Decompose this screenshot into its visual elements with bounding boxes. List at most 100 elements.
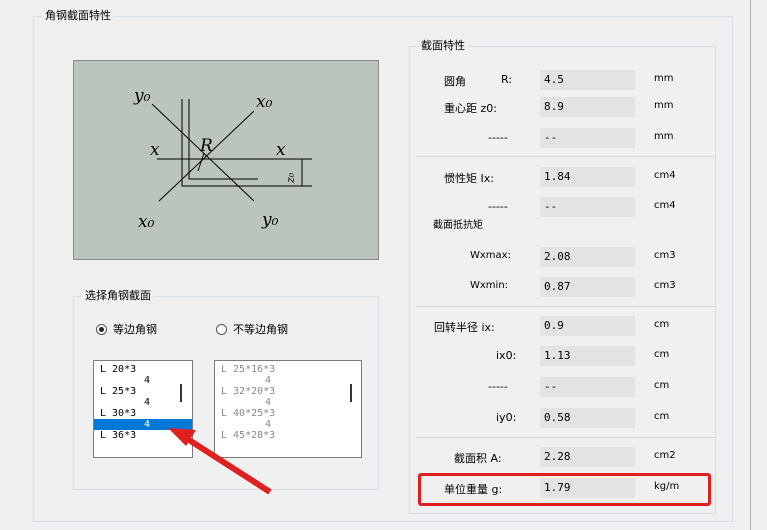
label-y0-top: y₀	[133, 86, 151, 106]
row-blank-2: ----- -- cm4	[416, 197, 716, 217]
ix-unit: cm	[654, 319, 670, 330]
wxmin-unit: cm3	[654, 280, 676, 291]
fillet-symbol: R:	[501, 73, 513, 86]
row-ix0: ix0: 1.13 cm	[416, 346, 716, 366]
separator-1	[416, 156, 716, 157]
equal-list-item[interactable]: L 25*3	[100, 386, 137, 397]
area-unit: cm2	[654, 450, 676, 461]
section-properties-group: 截面特性	[409, 39, 716, 514]
modulus-title: 截面抵抗矩	[433, 220, 483, 231]
angle-section-drawing: y₀ x₀ x R x x₀ y₀ z₀	[133, 86, 312, 232]
blank2-unit: cm4	[654, 200, 676, 211]
label-R: R	[199, 136, 213, 156]
iy0-unit: cm	[654, 411, 670, 422]
separator-2	[416, 306, 716, 307]
blank2-label: -----	[488, 200, 508, 213]
window-right-edge	[750, 0, 751, 530]
blank3-unit: cm	[654, 380, 670, 391]
equal-list-item[interactable]: L 20*3	[100, 364, 137, 375]
ix-label: 回转半径 ix:	[434, 321, 495, 334]
unequal-list-item[interactable]: 4	[265, 397, 272, 408]
wxmax-unit: cm3	[654, 250, 676, 261]
area-label: 截面积 A:	[454, 452, 502, 465]
angle-steel-group: 角钢截面特性	[33, 9, 733, 522]
equal-list-item[interactable]: L 30*3	[100, 408, 137, 419]
blank1-unit: mm	[654, 131, 674, 142]
centroid-label: 重心距 z0:	[444, 102, 497, 115]
label-x0-top: x₀	[256, 92, 273, 112]
radio-equal-angle-dot[interactable]	[96, 323, 107, 335]
label-x0-bottom: x₀	[138, 212, 155, 232]
angle-steel-group-title: 角钢截面特性	[42, 9, 114, 23]
fillet-label: 圆角	[444, 75, 466, 88]
row-blank-3: ----- -- cm	[416, 377, 716, 397]
equal-list-scroll-thumb[interactable]	[180, 384, 182, 402]
angle-outline	[181, 99, 258, 187]
inertia-label: 惯性矩 Ix:	[444, 172, 494, 185]
radio-unequal-angle-label: 不等边角钢	[233, 323, 288, 336]
row-wxmin: Wxmin: 0.87 cm3	[416, 277, 716, 297]
wxmin-label: Wxmin:	[470, 280, 509, 291]
label-x-left: x	[150, 140, 160, 160]
centroid-value: 8.9	[540, 97, 635, 117]
row-inertia: 惯性矩 Ix: 1.84 cm4	[416, 167, 716, 187]
equal-list-item[interactable]: 4	[144, 397, 151, 408]
x0-axis-line	[158, 110, 255, 202]
iy0-label: iy0:	[496, 411, 517, 424]
unit-weight-unit: kg/m	[654, 481, 680, 492]
fillet-value: 4.5	[540, 70, 635, 90]
blank2-value: --	[540, 197, 635, 217]
blank1-label: -----	[488, 131, 508, 144]
ix0-unit: cm	[654, 349, 670, 360]
iy0-value: 0.58	[540, 408, 635, 428]
centroid-unit: mm	[654, 100, 674, 111]
unequal-list-item[interactable]: L 45*28*3	[221, 430, 276, 441]
wxmax-label: Wxmax:	[470, 250, 511, 261]
wxmax-value: 2.08	[540, 247, 635, 267]
fillet-unit: mm	[654, 73, 674, 84]
row-wxmax: Wxmax: 2.08 cm3	[416, 247, 716, 267]
blank3-label: -----	[488, 380, 508, 393]
select-section-title: 选择角钢截面	[82, 289, 154, 303]
radio-equal-angle[interactable]: 等边角钢	[96, 321, 157, 337]
separator-3	[416, 437, 716, 438]
row-ix: 回转半径 ix: 0.9 cm	[416, 316, 716, 336]
row-centroid: 重心距 z0: 8.9 mm	[416, 97, 716, 117]
label-z0: z₀	[284, 172, 297, 184]
area-value: 2.28	[540, 447, 635, 467]
wxmin-value: 0.87	[540, 277, 635, 297]
blank1-value: --	[540, 128, 635, 148]
unequal-list-item[interactable]: L 32*20*3	[221, 386, 276, 397]
section-diagram: y₀ x₀ x R x x₀ y₀ z₀	[73, 60, 379, 260]
inertia-unit: cm4	[654, 170, 676, 181]
row-iy0: iy0: 0.58 cm	[416, 408, 716, 428]
label-y0-bottom: y₀	[261, 210, 279, 230]
unequal-list-item[interactable]: 4	[265, 375, 272, 386]
unit-weight-value: 1.79	[540, 478, 635, 498]
row-area: 截面积 A: 2.28 cm2	[416, 447, 716, 467]
unequal-list-scroll-thumb[interactable]	[350, 384, 352, 402]
fillet-leader	[197, 152, 205, 172]
radio-unequal-angle[interactable]: 不等边角钢	[216, 321, 288, 337]
unequal-list-item[interactable]: 4	[265, 419, 272, 430]
equal-list-item[interactable]: L 36*3	[100, 430, 137, 441]
equal-list-item[interactable]: 4	[144, 375, 151, 386]
y0-axis-line	[151, 103, 255, 202]
label-x-right: x	[276, 140, 286, 160]
ix0-label: ix0:	[496, 349, 517, 362]
unequal-list-item[interactable]: L 25*16*3	[221, 364, 276, 375]
row-fillet: 圆角 R: 4.5 mm	[416, 70, 716, 90]
row-blank-1: ----- -- mm	[416, 128, 716, 148]
inertia-value: 1.84	[540, 167, 635, 187]
row-unit-weight: 单位重量 g: 1.79 kg/m	[416, 478, 716, 498]
unit-weight-label: 单位重量 g:	[444, 483, 503, 496]
equal-list-item[interactable]: 4	[94, 419, 192, 430]
section-properties-title: 截面特性	[418, 39, 468, 53]
radio-equal-angle-label: 等边角钢	[113, 323, 157, 336]
radio-unequal-angle-dot[interactable]	[216, 323, 227, 335]
ix0-value: 1.13	[540, 346, 635, 366]
blank3-value: --	[540, 377, 635, 397]
unequal-list-item[interactable]: L 40*25*3	[221, 408, 276, 419]
